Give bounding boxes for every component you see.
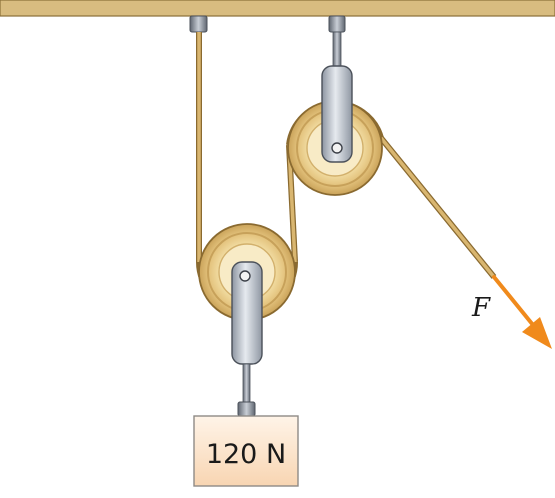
load-rod [242,363,251,405]
movable-pulley-bracket [231,261,263,365]
load-block [193,415,299,487]
pulley-anchor-top [328,15,346,33]
ceiling-beam [0,0,555,17]
load-weight-label: 120 N [206,439,286,470]
fixed-pulley-rod [332,31,342,69]
force-label: F [471,293,491,323]
fixed-pulley-bracket [321,65,353,163]
rope-anchor-left [189,15,208,33]
force-arrow [492,275,552,349]
load-hook [237,401,256,417]
